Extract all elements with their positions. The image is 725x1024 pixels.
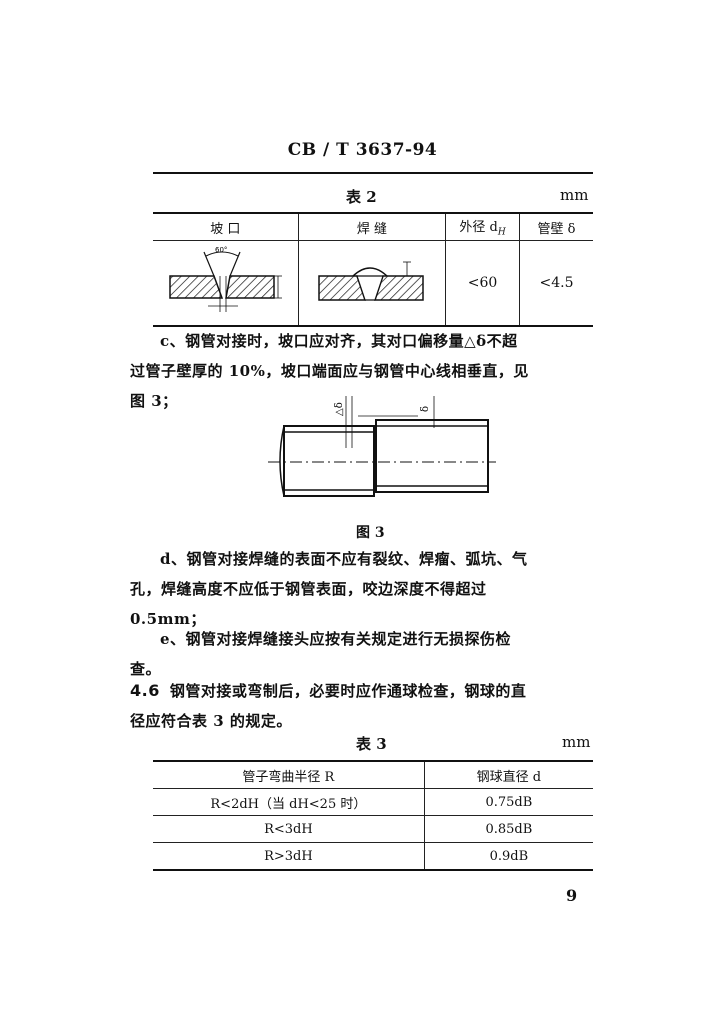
delta-offset-label: △δ xyxy=(334,402,345,416)
groove-angle-label: 60° xyxy=(215,246,227,254)
delta-label: δ xyxy=(420,406,431,412)
table2-header-weld: 焊 缝 xyxy=(298,214,447,241)
table3-header-ball: 钢球直径 d xyxy=(424,762,593,789)
table3-radius-cell: R>3dH xyxy=(153,842,425,869)
page-header: CB / T 3637-94 xyxy=(287,140,438,160)
weld-diagram-cell xyxy=(298,240,447,325)
table3-ball-cell: 0.9dB xyxy=(489,848,529,864)
table2: 坡 口 焊 缝 外径 dH 管壁 δ 60° xyxy=(153,212,593,327)
paragraph-d: d、钢管对接焊缝的表面不应有裂纹、焊瘤、弧坑、气 孔，焊缝高度不应低于钢管表面，… xyxy=(130,550,528,628)
groove-diagram-cell: 60° xyxy=(153,240,299,325)
table3-ball-cell: 0.85dB xyxy=(424,815,593,843)
table3-caption: 表 3 xyxy=(356,735,387,753)
table2-caption: 表 2 xyxy=(346,188,377,206)
paragraph-c: c、钢管对接时，坡口应对齐，其对口偏移量△δ不超 过管子壁厚的 10%，坡口端面… xyxy=(130,332,529,410)
table3-ball-cell: 0.75dB xyxy=(424,788,593,816)
paragraph-e: e、钢管对接焊缝接头应按有关规定进行无损探伤检 查。 xyxy=(130,630,512,678)
figure3-caption: 图 3 xyxy=(356,525,385,541)
groove-diagram: 60° xyxy=(169,246,283,312)
table3: 管子弯曲半径 R 钢球直径 d R<2dH（当 dH<25 时） 0.75dB … xyxy=(153,760,593,871)
table2-wall-value: <4.5 xyxy=(539,275,574,291)
weld-diagram xyxy=(318,261,424,301)
table3-radius-cell: R<2dH（当 dH<25 时） xyxy=(153,788,425,816)
table3-header-radius: 管子弯曲半径 R xyxy=(153,762,425,789)
table2-header-wall: 管壁 δ xyxy=(519,214,593,241)
table3-unit: mm xyxy=(562,733,591,751)
table2-header-diameter: 外径 dH xyxy=(445,214,520,241)
section-number: 4.6 xyxy=(130,681,160,700)
table2-unit: mm xyxy=(560,186,589,204)
page-number: 9 xyxy=(566,886,578,905)
figure3-pipe-diagram: △δ δ xyxy=(268,396,496,497)
header-rule xyxy=(153,172,593,174)
table2-header-groove: 坡 口 xyxy=(153,214,299,241)
table2-diameter-value: <60 xyxy=(445,240,520,325)
table3-radius-cell: R<3dH xyxy=(153,815,425,843)
